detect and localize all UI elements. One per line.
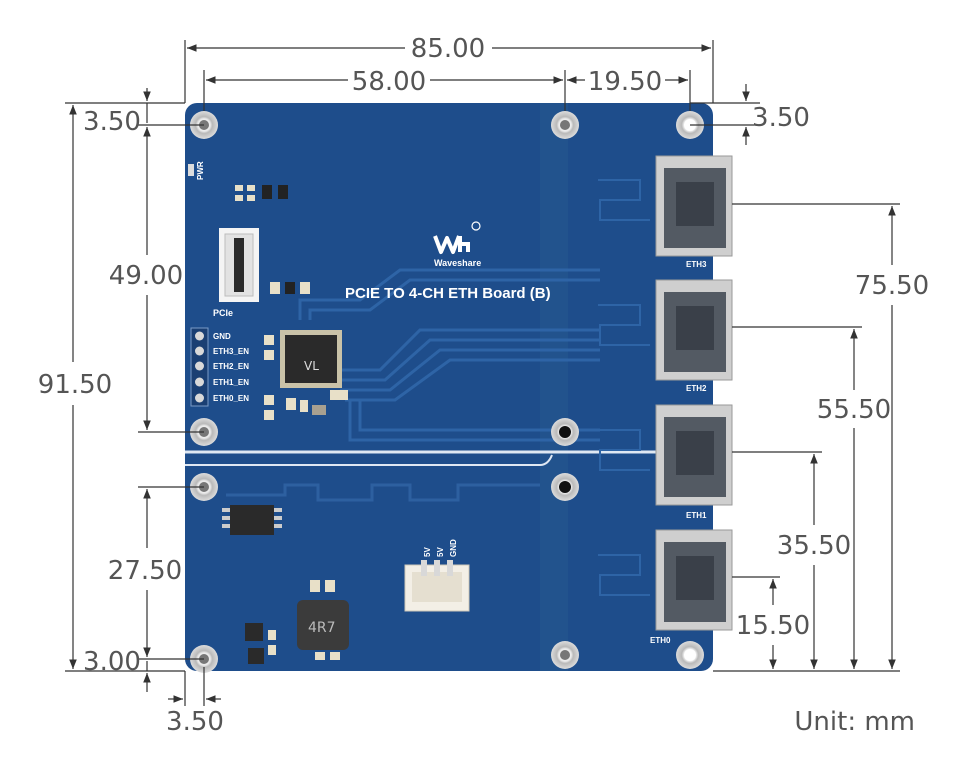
en-header <box>190 327 209 407</box>
dimension-lines <box>65 40 900 706</box>
pcie-label: PCIe <box>213 308 233 318</box>
port-traces <box>598 179 650 596</box>
port-label-eth3: ETH3 <box>686 260 707 269</box>
rj45-port-eth3 <box>655 155 733 257</box>
waveshare-logo: Waveshare <box>433 221 481 268</box>
dim-offset-bottom: 3.00 <box>83 647 141 677</box>
pin-label-eth1-en: ETH1_EN <box>213 378 249 387</box>
port-label-eth2: ETH2 <box>686 384 707 393</box>
brand-label: Waveshare <box>434 258 481 268</box>
ethernet-controller-chip: VL <box>280 330 342 388</box>
pin-label-eth3-en: ETH3_EN <box>213 347 249 356</box>
dim-height-lower: 27.50 <box>108 556 182 586</box>
power-connector <box>404 560 470 612</box>
dim-width-right: 19.50 <box>588 67 662 97</box>
pcie-connector <box>219 228 259 302</box>
top-smd-parts <box>235 185 310 294</box>
dim-offset-top-right: 3.50 <box>752 103 810 133</box>
power-pin-5v-a: 5V <box>423 547 432 557</box>
pin-label-gnd: GND <box>213 332 231 341</box>
dim-height-upper: 49.00 <box>109 261 183 291</box>
rj45-port-eth0 <box>655 529 733 631</box>
svg-text:VL: VL <box>304 359 319 373</box>
dim-offset-bottom-x: 3.50 <box>166 707 224 737</box>
rj45-port-eth2 <box>655 279 733 381</box>
dim-eth1: 35.50 <box>777 531 851 561</box>
rj45-port-eth1 <box>655 404 733 506</box>
power-pin-gnd: GND <box>449 539 458 557</box>
pwr-led <box>188 164 194 176</box>
pwr-label: PWR <box>196 161 205 180</box>
dim-width-holes: 58.00 <box>352 67 426 97</box>
ic-support-parts <box>264 335 348 420</box>
dim-eth0: 15.50 <box>736 611 810 641</box>
power-smd-parts <box>245 580 340 664</box>
inductor-label: 4R7 <box>308 620 336 636</box>
pcb-board <box>185 103 713 671</box>
port-label-eth0: ETH0 <box>650 636 671 645</box>
dim-eth2: 55.50 <box>817 395 891 425</box>
power-pin-5v-b: 5V <box>436 547 445 557</box>
port-label-eth1: ETH1 <box>686 511 707 520</box>
mounting-holes <box>190 111 704 673</box>
dim-width-total: 85.00 <box>411 34 485 64</box>
pin-label-eth2-en: ETH2_EN <box>213 362 249 371</box>
lower-ic <box>222 505 282 535</box>
unit-label: Unit: mm <box>794 707 915 737</box>
inductor: 4R7 <box>297 600 349 650</box>
dim-height-total: 91.50 <box>38 370 112 400</box>
dim-offset-top-left: 3.50 <box>83 107 141 137</box>
dim-eth3: 75.50 <box>855 271 929 301</box>
board-title: PCIE TO 4-CH ETH Board (B) <box>345 285 551 302</box>
pin-label-eth0-en: ETH0_EN <box>213 394 249 403</box>
